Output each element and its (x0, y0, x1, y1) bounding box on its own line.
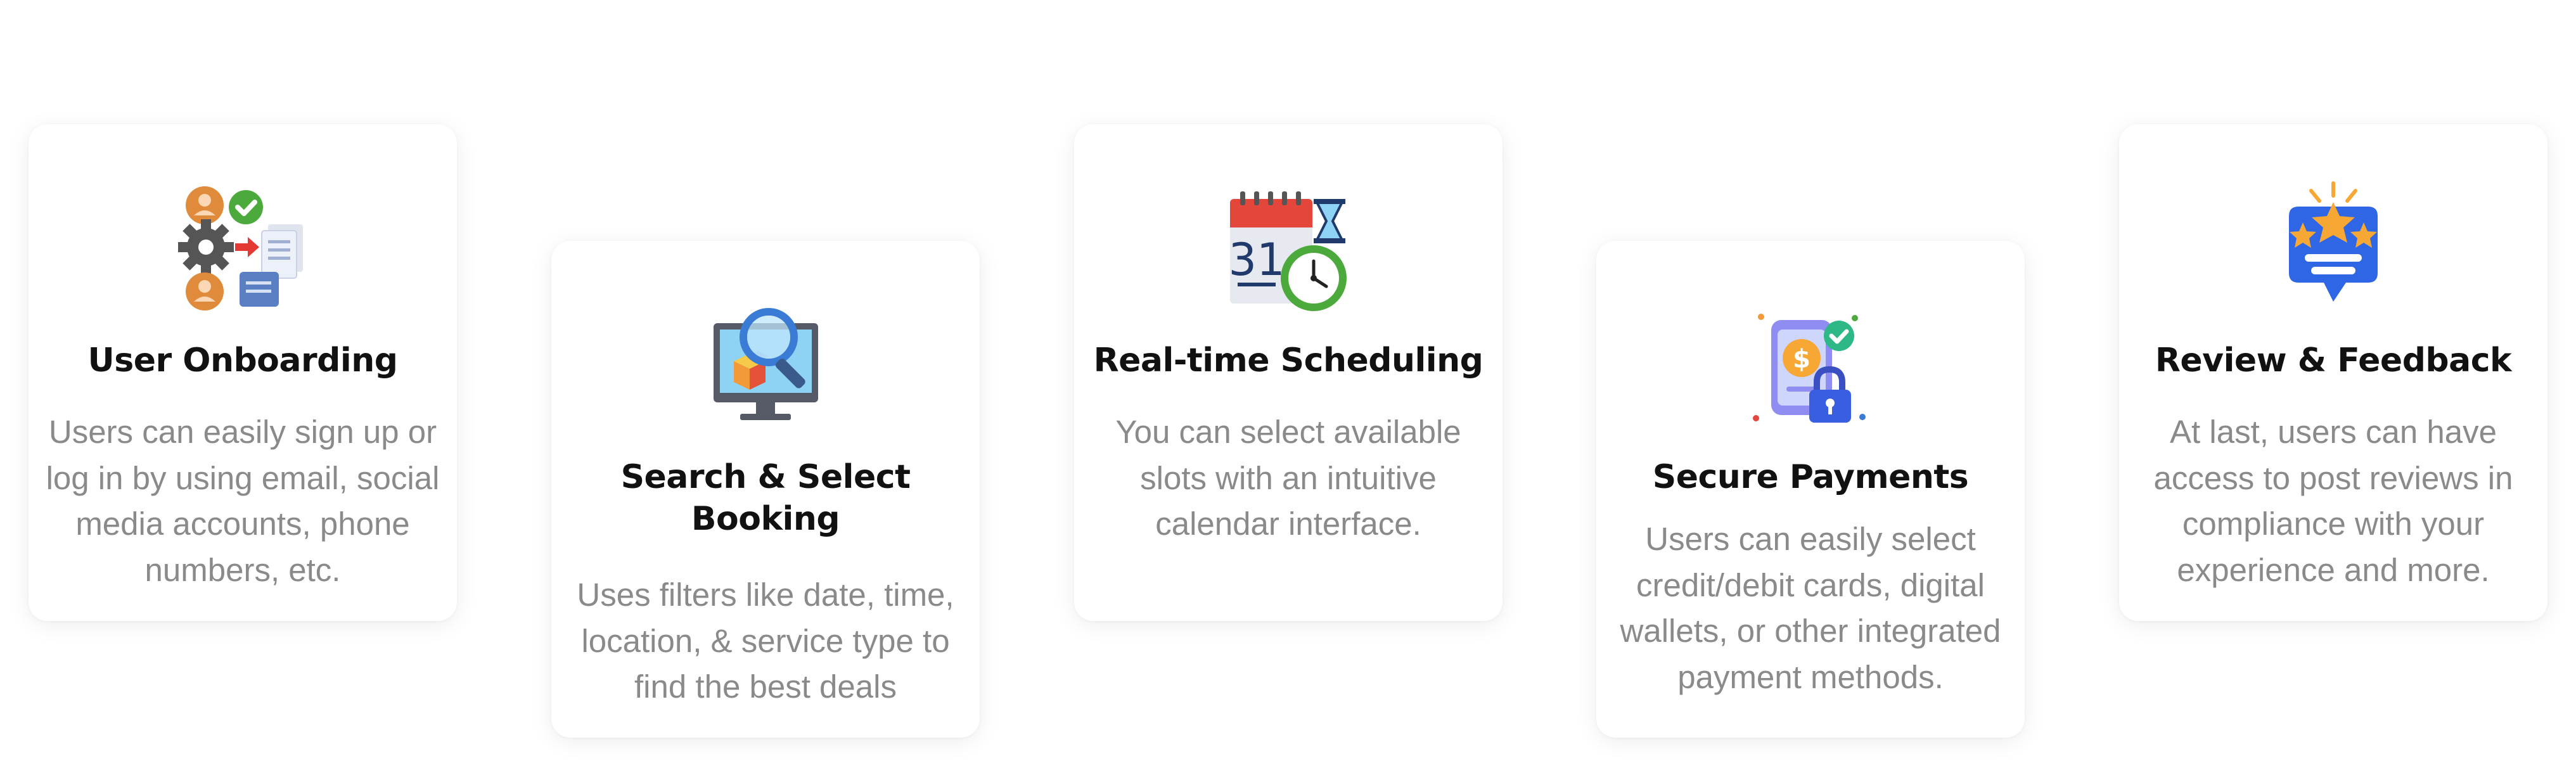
card-description: Users can easily sign up or log in by us… (46, 414, 440, 588)
review-stars-icon (2264, 178, 2403, 317)
svg-text:$: $ (1793, 345, 1810, 374)
secure-payment-icon: $ (1741, 298, 1880, 437)
feature-card-user-onboarding: User Onboarding Users can easily sign up… (29, 124, 457, 621)
feature-card-secure-payments: $ Secure Payments Users can easily selec… (1596, 241, 2025, 738)
feature-card-real-time-scheduling: 31 Real-time Scheduling You can select a… (1074, 124, 1503, 621)
calendar-clock-icon: 31 (1219, 180, 1358, 319)
card-description: Uses filters like date, time, location, … (577, 577, 954, 705)
feature-card-review-feedback: Review & Feedback At last, users can hav… (2119, 124, 2547, 621)
card-title: Review & Feedback (2155, 342, 2512, 380)
card-title: Secure Payments (1652, 458, 1969, 496)
card-description: You can select available slots with an i… (1115, 414, 1461, 542)
feature-card-search-select-booking: Search & Select Booking Uses filters lik… (551, 241, 980, 738)
card-title: User Onboarding (87, 342, 398, 380)
user-onboarding-icon (173, 180, 312, 319)
svg-text:31: 31 (1228, 234, 1285, 286)
card-title: Search & Select Booking (620, 458, 911, 538)
card-description: Users can easily select credit/debit car… (1620, 521, 2001, 695)
card-title: Real-time Scheduling (1093, 342, 1483, 380)
search-monitor-icon (696, 298, 835, 437)
card-description: At last, users can have access to post r… (2153, 414, 2513, 588)
